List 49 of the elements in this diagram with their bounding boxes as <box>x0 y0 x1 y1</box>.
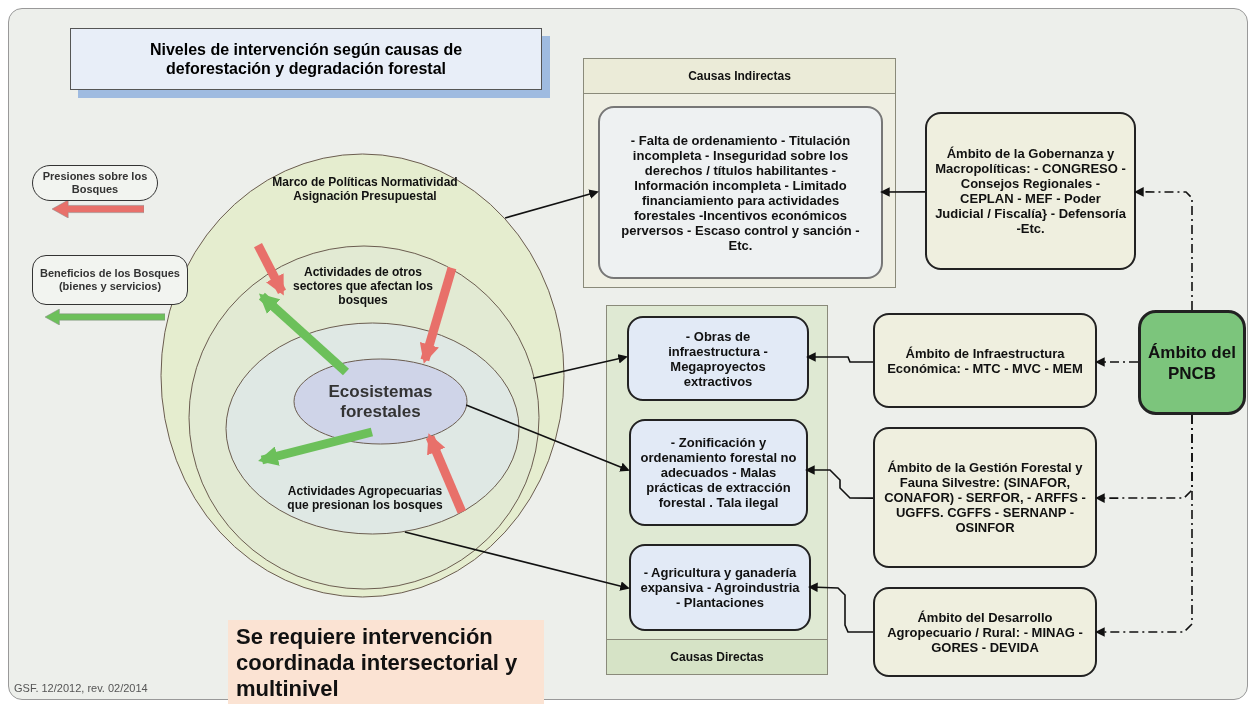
box-text: Ámbito de Infraestructura Económica: - MTC - MVC - MEM <box>886 345 1084 376</box>
region-label: Actividades Agropecuarias que presionan los bosques <box>286 484 444 512</box>
box-text: Ámbito de la Gobernanza y Macropolíticas: - CONGRESO - Consejos Regionales -CEPLAN - MEF - Poder Judicial / Fiscalía} - Defensoría -Etc. <box>934 146 1127 236</box>
scope-box <box>873 313 1097 408</box>
arrow <box>880 187 926 197</box>
ellipse-region <box>225 322 520 535</box>
arrow <box>1134 187 1193 311</box>
scope-box <box>925 112 1136 270</box>
arrow <box>808 582 874 633</box>
scope-box <box>1138 310 1246 415</box>
box-text: - Zonificación y ordenamiento forestal no adecuados - Malas prácticas de extracción forestal . Tala ilegal <box>639 435 798 510</box>
region-label: Actividades de otros sectores que afectan los bosques <box>291 265 435 307</box>
arrow <box>404 531 630 591</box>
block-arrow <box>258 427 373 466</box>
arrow <box>504 189 599 219</box>
scope-box <box>873 587 1097 677</box>
block-arrow <box>258 292 349 376</box>
block-arrow <box>419 266 457 364</box>
arrow <box>805 465 874 499</box>
legend-label: Beneficios de los Bosques (bienes y servicios) <box>32 255 188 305</box>
ellipse-region <box>188 245 540 590</box>
note-text: Se requiere intervención coordinada intersectorial y multinivel <box>235 623 519 702</box>
box-text: - Falta de ordenamiento - Titulación incompleta - Inseguridad sobre los derechos / títulos habilitantes - Información incompleta - Limitado financiamiento para actividades forestales -Incentivos económicos perversos - Escaso control y sanción - Etc. <box>620 132 861 253</box>
arrow <box>806 352 874 363</box>
revision-note: GSF. 12/2012, rev. 02/2014 <box>14 682 148 694</box>
legend-label: Presiones sobre los Bosques <box>32 165 158 201</box>
arrow <box>465 404 630 472</box>
cause-box <box>627 316 809 401</box>
panel <box>583 58 896 288</box>
arrow <box>1095 414 1193 637</box>
region-label: Ecosistemas forestales <box>327 382 434 422</box>
region-label: Marco de Políticas Normatividad Asignación Presupuestal <box>271 175 459 203</box>
panel-heading: Causas Directas <box>607 639 827 674</box>
box-text: Ámbito del Desarrollo Agropecuario / Rural: - MINAG - GORES - DEVIDA <box>886 609 1084 655</box>
box-text: - Obras de infraestructura - Megaproyectos extractivos <box>667 328 769 389</box>
cause-box <box>629 544 811 631</box>
scope-box <box>873 427 1097 568</box>
box-text: Ámbito del PNCB <box>1147 341 1237 384</box>
cause-box <box>598 106 883 279</box>
note-box <box>228 620 544 704</box>
block-arrow <box>254 243 286 296</box>
panel <box>606 305 828 675</box>
arrow <box>532 354 628 379</box>
panel-heading: Causas Indirectas <box>584 59 895 94</box>
arrow <box>1095 357 1139 367</box>
cause-box <box>629 419 808 526</box>
ellipse-region <box>293 358 468 445</box>
box-text: Ámbito de la Gestión Forestal y Fauna Silvestre: (SINAFOR, CONAFOR) - SERFOR, - ARFFS - UGFFS. CGFFS - SERNANP - OSINFOR <box>883 460 1087 535</box>
box-text: - Agricultura y ganadería expansiva - Agroindustria - Plantaciones <box>639 565 801 610</box>
